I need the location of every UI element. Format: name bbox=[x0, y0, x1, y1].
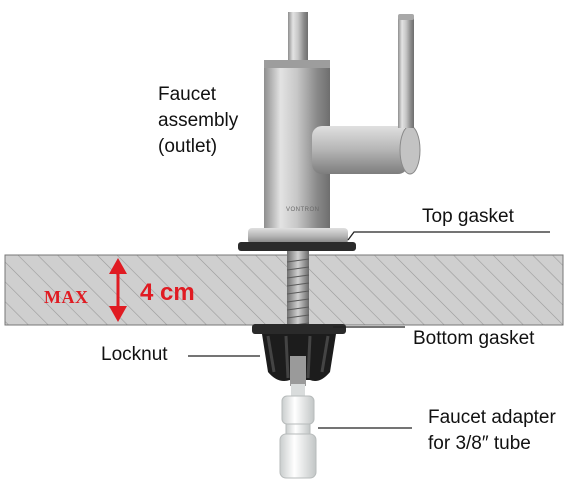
faucet-assembly-line-1: Faucet bbox=[158, 84, 217, 105]
faucet-assembly-line-2: assembly bbox=[158, 110, 239, 131]
top-gasket-label: Top gasket bbox=[422, 206, 514, 227]
bottom-gasket-label: Bottom gasket bbox=[413, 328, 535, 349]
faucet-engraving: VONTRON bbox=[286, 207, 320, 213]
faucet-adapter-line-1: Faucet adapter bbox=[428, 407, 556, 428]
leader-lines bbox=[188, 231, 550, 429]
faucet-adapter-line-2: for 3/8″ tube bbox=[428, 433, 531, 454]
max-label: MAX bbox=[44, 287, 89, 307]
countertop bbox=[4, 254, 564, 326]
faucet-adapter-fitting bbox=[279, 384, 317, 479]
locknut-assembly bbox=[252, 324, 346, 386]
top-gasket-leader bbox=[347, 231, 550, 241]
faucet-adapter-label: Faucet adapter for 3/8″ tube bbox=[428, 405, 556, 457]
thickness-arrow bbox=[109, 258, 127, 322]
locknut-label: Locknut bbox=[101, 344, 168, 365]
thickness-label: 4 cm bbox=[140, 279, 195, 306]
faucet-assembly-label: Faucet assembly (outlet) bbox=[158, 82, 238, 160]
faucet-assembly-line-3: (outlet) bbox=[158, 136, 218, 157]
faucet-body bbox=[238, 12, 421, 251]
